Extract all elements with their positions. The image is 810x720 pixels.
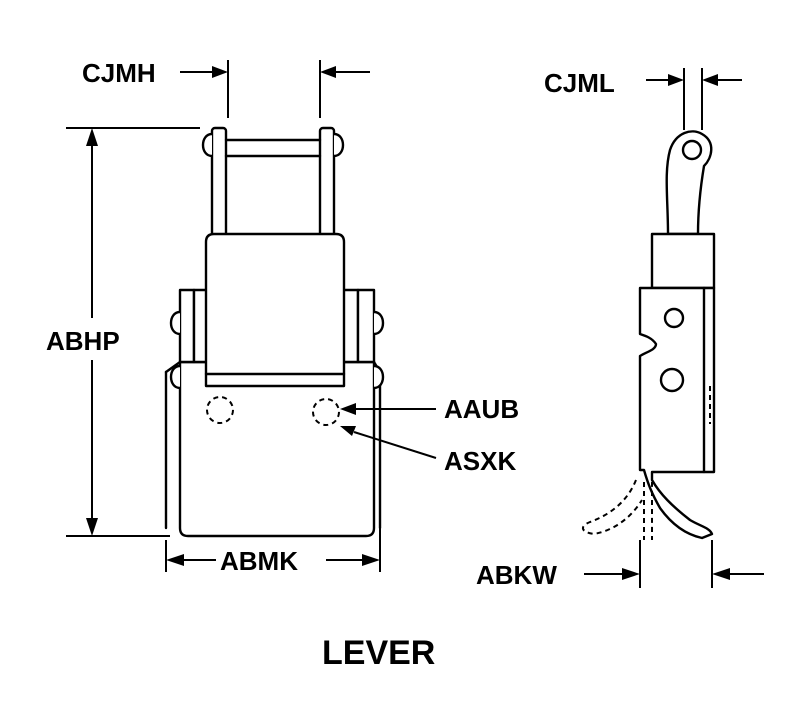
label-abhp: ABHP bbox=[46, 326, 120, 356]
front-dimensions bbox=[66, 60, 437, 572]
label-aaub: AAUB bbox=[444, 394, 519, 424]
label-cjmh: CJMH bbox=[82, 58, 156, 88]
label-abkw: ABKW bbox=[476, 560, 557, 590]
label-asxk: ASXK bbox=[444, 446, 516, 476]
hinge-brackets bbox=[169, 288, 385, 390]
side-hole-lower bbox=[659, 367, 685, 393]
side-dimensions bbox=[584, 68, 764, 588]
pivot-hole bbox=[681, 139, 703, 161]
diagram-title: LEVER bbox=[322, 634, 435, 672]
side-hole-upper bbox=[663, 307, 685, 329]
lever-block bbox=[204, 232, 346, 388]
hole-right-hidden bbox=[312, 398, 340, 426]
bail-loop bbox=[201, 126, 345, 242]
side-view bbox=[582, 130, 716, 540]
hole-left-hidden bbox=[206, 396, 234, 424]
label-cjml: CJML bbox=[544, 68, 615, 98]
label-abmk: ABMK bbox=[220, 546, 298, 576]
front-view bbox=[164, 126, 385, 538]
body-plate bbox=[164, 360, 382, 538]
